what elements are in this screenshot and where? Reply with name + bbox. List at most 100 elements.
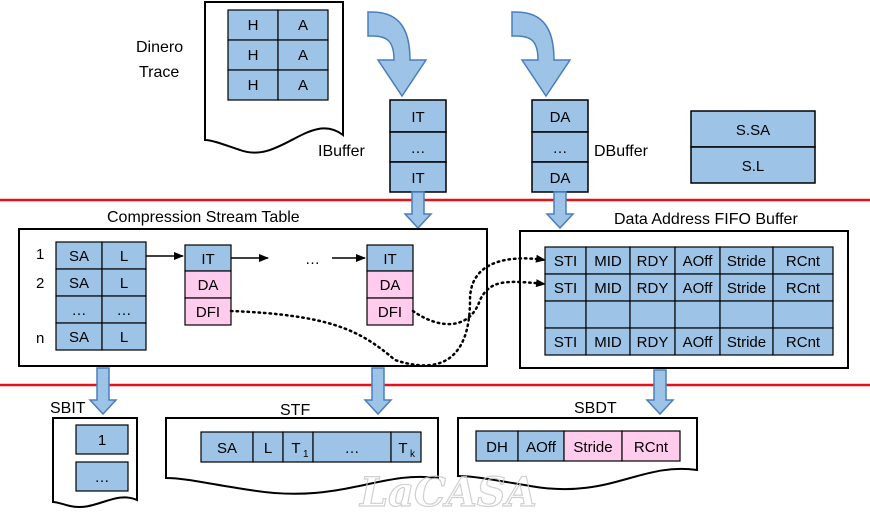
block-arrow-ibuffer-to-cst	[403, 191, 433, 230]
dafb-cell: RDY	[637, 280, 669, 297]
cst-table-cell: SA	[69, 248, 89, 265]
dafb-cell: STI	[554, 334, 577, 351]
dbuffer-cell: DA	[550, 109, 571, 126]
curved-arrow-to-ibuffer	[367, 11, 428, 98]
dafb-cell: Stride	[727, 334, 766, 351]
block-arrow-dbuffer-to-dafb	[545, 191, 575, 230]
sbdt-cell: AOff	[526, 439, 557, 456]
stf-label: STF	[280, 402, 310, 419]
cst-entry-first: IT DA DFI	[184, 244, 232, 326]
sbdt-cell: RCnt	[634, 439, 669, 456]
dafb-cell-box	[772, 300, 834, 329]
stf-cell: L	[264, 440, 272, 457]
dafb-cell: RCnt	[786, 334, 821, 351]
stf-record: SA L T 1 … T k	[200, 431, 422, 463]
dafb-cell-box	[544, 300, 587, 329]
sbdt-record: DH AOff Stride RCnt	[475, 430, 681, 462]
dafb-cell-box	[585, 300, 631, 329]
dafb-title: Data Address FIFO Buffer	[614, 211, 798, 228]
dafb-cell-box	[629, 327, 676, 356]
dafb-cell: RDY	[637, 334, 669, 351]
ibuffer: IT … IT	[389, 99, 447, 193]
ibuffer-cell: IT	[411, 109, 424, 126]
sbit-label: SBIT	[50, 400, 86, 417]
dotted-pointer-dfi-to-fifo	[229, 254, 547, 367]
dafb-cell: STI	[554, 280, 577, 297]
cst-table-cell: L	[120, 275, 128, 292]
cst-entry-cell: IT	[383, 251, 396, 268]
dinero-cell: H	[248, 77, 259, 94]
cst-row-label: 2	[36, 275, 44, 292]
dafb-cell-box	[629, 300, 676, 329]
dotted-pointer-dfi-last-to-fifo	[411, 279, 547, 326]
block-arrow-to-sbdt	[645, 369, 675, 416]
dafb-cell-box	[674, 246, 721, 275]
dinero-cell: H	[248, 17, 259, 34]
stf-cell: T	[398, 440, 407, 457]
ibuffer-cell: …	[411, 140, 426, 157]
cst-entry-cell: DFI	[378, 304, 402, 321]
dinero-cell: H	[248, 47, 259, 64]
stf-subscript: 1	[303, 449, 309, 460]
dinero-label-line1: Dinero	[136, 39, 183, 56]
dinero-cell: A	[298, 47, 308, 64]
block-arrow-to-sbit	[88, 367, 118, 416]
cst-table: SA L SA L … … SA L	[55, 241, 147, 351]
dafb-cell: Stride	[727, 253, 766, 270]
watermark-logo: LaCASA	[359, 469, 537, 514]
dinero-label-line2: Trace	[139, 64, 179, 81]
dafb-cell: MID	[594, 280, 622, 297]
dafb-cell: AOff	[683, 280, 714, 297]
dafb-cell: RDY	[637, 253, 669, 270]
dafb-cell: AOff	[683, 334, 714, 351]
stride-box-cell: S.SA	[736, 122, 770, 139]
dbuffer-cell: …	[553, 140, 568, 157]
sbdt-cell: Stride	[573, 439, 612, 456]
stf-cell: …	[345, 440, 360, 457]
cst-ellipsis: …	[305, 251, 320, 268]
stride-box: S.SA S.L	[690, 110, 816, 184]
stf-subscript: k	[410, 449, 416, 460]
cst-table-cell: …	[117, 302, 132, 319]
dafb-cell: MID	[594, 334, 622, 351]
dafb-cell: AOff	[683, 253, 714, 270]
cst-table-cell: SA	[69, 275, 89, 292]
cst-entry-cell: DA	[380, 277, 401, 294]
sbit-cell-box	[75, 461, 129, 492]
dbuffer: DA … DA	[531, 99, 589, 193]
ibuffer-cell: IT	[411, 170, 424, 187]
sbit-cell-box	[75, 424, 129, 455]
dafb-cell: RCnt	[786, 253, 821, 270]
dafb-cell-box	[772, 246, 834, 275]
dafb-cell-box	[719, 300, 774, 329]
cst-table-cell: L	[120, 329, 128, 346]
dafb-cell-box	[544, 327, 587, 356]
cst-title: Compression Stream Table	[107, 209, 300, 226]
cst-table-cell: …	[72, 302, 87, 319]
dafb-cell-box	[719, 327, 774, 356]
dafb-cell-box	[674, 300, 721, 329]
dinero-cell: A	[298, 17, 308, 34]
dafb-cell: Stride	[727, 280, 766, 297]
curved-arrow-to-dbuffer	[511, 11, 572, 98]
dafb-cell: RCnt	[786, 280, 821, 297]
dafb-cell: STI	[554, 253, 577, 270]
dinero-cell: A	[298, 77, 308, 94]
cst-entry-cell: IT	[201, 251, 214, 268]
cst-table-cell: SA	[69, 329, 89, 346]
cst-table-cell: L	[120, 248, 128, 265]
cst-entry-last: IT DA DFI	[366, 244, 414, 326]
stf-cell: T	[291, 440, 300, 457]
block-arrow-to-stf	[363, 367, 393, 416]
cst-entry-cell: DFI	[196, 304, 220, 321]
sbdt-cell: DH	[486, 439, 508, 456]
cst-entry-cell: DA	[198, 277, 219, 294]
dafb-cell-box	[585, 273, 631, 302]
dafb-cell-box	[772, 327, 834, 356]
dafb-cell-box	[629, 246, 676, 275]
dbuffer-label: DBuffer	[594, 143, 649, 160]
stride-box-cell: S.L	[742, 158, 765, 175]
dafb-cell: MID	[594, 253, 622, 270]
sbit-cell: …	[95, 469, 110, 486]
